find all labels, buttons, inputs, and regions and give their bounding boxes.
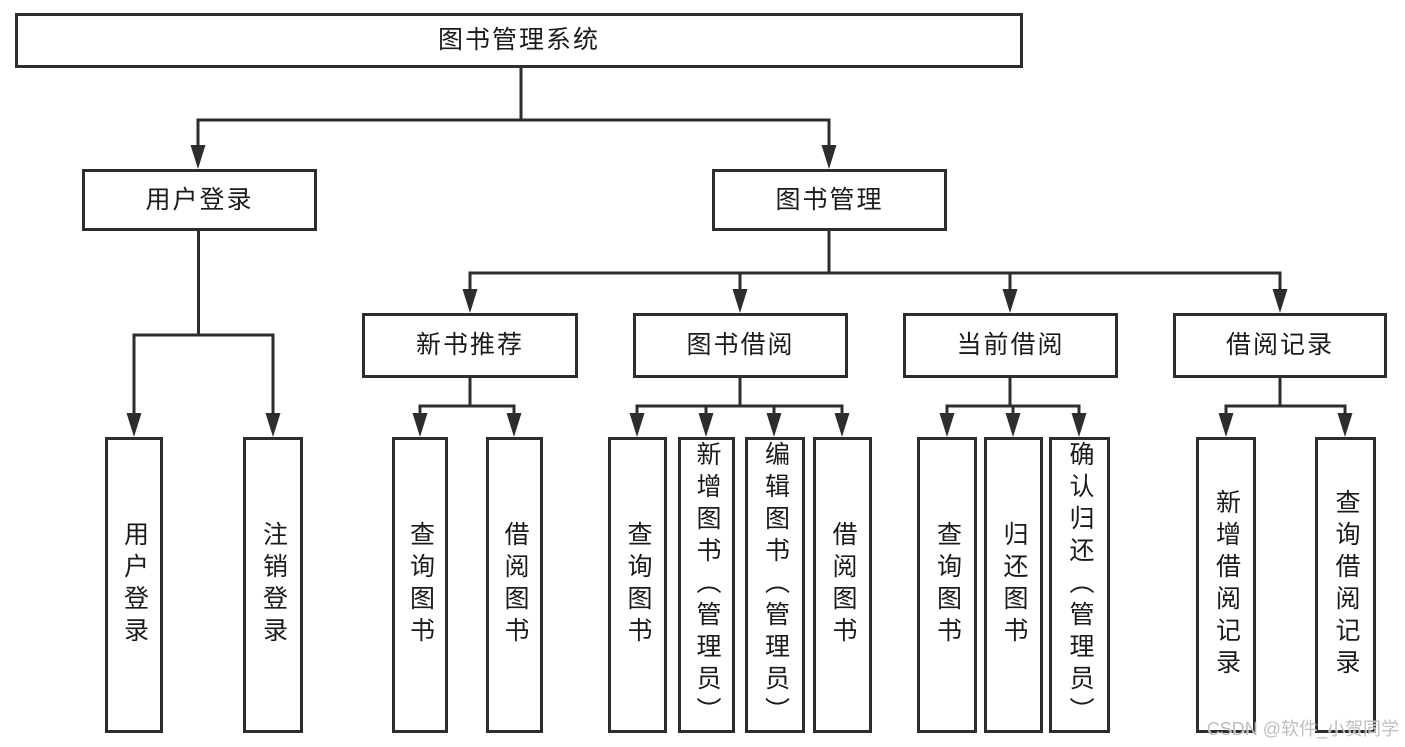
leaf-borrow-books: 借阅图书 (813, 437, 872, 733)
csdn-watermark: CSDN @软件_小贺同学 (1206, 719, 1399, 739)
arrow-down-icon (506, 413, 522, 437)
arrow-down-icon (412, 413, 428, 437)
node-label: 图书管理系统 (437, 26, 600, 54)
arrow-down-icon (190, 145, 206, 169)
leaf-query-borrow-record: 查询借阅记录 (1315, 437, 1376, 733)
leaf-confirm-return-admin: 确认归还（管理员） (1049, 437, 1110, 733)
arrow-down-icon (766, 413, 782, 437)
leaf-query-books: 查询图书 (608, 437, 667, 733)
leaf-label: 新增借阅记录 (1212, 489, 1241, 681)
node-borrowing-records: 借阅记录 (1173, 313, 1387, 378)
node-label: 当前借阅 (956, 331, 1065, 359)
leaf-add-borrow-record: 新增借阅记录 (1196, 437, 1256, 733)
tree-connector-path (132, 66, 1347, 416)
node-book-management: 图书管理 (712, 169, 947, 231)
arrow-down-icon (834, 413, 850, 437)
arrow-down-icon (265, 413, 281, 437)
leaf-add-book-admin: 新增图书（管理员） (678, 437, 735, 733)
node-library-management-system: 图书管理系统 (15, 13, 1023, 68)
leaf-label: 查询图书 (933, 521, 962, 649)
leaf-edit-book-admin: 编辑图书（管理员） (745, 437, 805, 733)
arrow-down-icon (126, 413, 142, 437)
leaf-user-login: 用户登录 (105, 437, 163, 733)
node-label: 图书管理 (775, 185, 884, 214)
arrow-down-icon (732, 289, 748, 313)
node-label: 新书推荐 (415, 331, 524, 359)
node-label: 借阅记录 (1225, 331, 1334, 359)
leaf-query-books: 查询图书 (917, 437, 977, 733)
node-label: 用户登录 (145, 185, 254, 214)
leaf-label: 确认归还（管理员） (1066, 441, 1094, 729)
node-user-login: 用户登录 (82, 169, 317, 231)
leaf-label: 新增图书（管理员） (693, 441, 721, 729)
leaf-label: 查询图书 (624, 521, 652, 649)
leaf-return-book: 归还图书 (984, 437, 1043, 733)
leaf-label: 注销登录 (259, 521, 288, 649)
leaf-label: 查询图书 (406, 521, 435, 649)
arrow-down-icon (1218, 413, 1234, 437)
node-book-borrowing: 图书借阅 (633, 313, 848, 378)
node-new-book-recommend: 新书推荐 (362, 313, 578, 378)
arrow-down-icon (1002, 289, 1018, 313)
leaf-label: 借阅图书 (829, 521, 857, 649)
arrow-down-icon (821, 145, 837, 169)
leaf-label: 编辑图书（管理员） (761, 441, 790, 729)
leaf-logout: 注销登录 (243, 437, 303, 733)
node-label: 图书借阅 (686, 331, 795, 359)
arrow-down-icon (698, 413, 714, 437)
leaf-label: 查询借阅记录 (1332, 489, 1360, 681)
leaf-label: 归还图书 (1000, 521, 1028, 649)
arrow-down-icon (1272, 289, 1288, 313)
arrowheads (126, 145, 1353, 437)
leaf-label: 借阅图书 (501, 521, 529, 649)
arrow-down-icon (462, 289, 478, 313)
arrow-down-icon (1337, 413, 1353, 437)
arrow-down-icon (1005, 413, 1021, 437)
node-current-borrowing: 当前借阅 (903, 313, 1118, 378)
leaf-query-books: 查询图书 (392, 437, 448, 733)
arrow-down-icon (939, 413, 955, 437)
leaf-borrow-books: 借阅图书 (486, 437, 543, 733)
leaf-label: 用户登录 (120, 521, 149, 649)
arrow-down-icon (1071, 413, 1087, 437)
arrow-down-icon (629, 413, 645, 437)
